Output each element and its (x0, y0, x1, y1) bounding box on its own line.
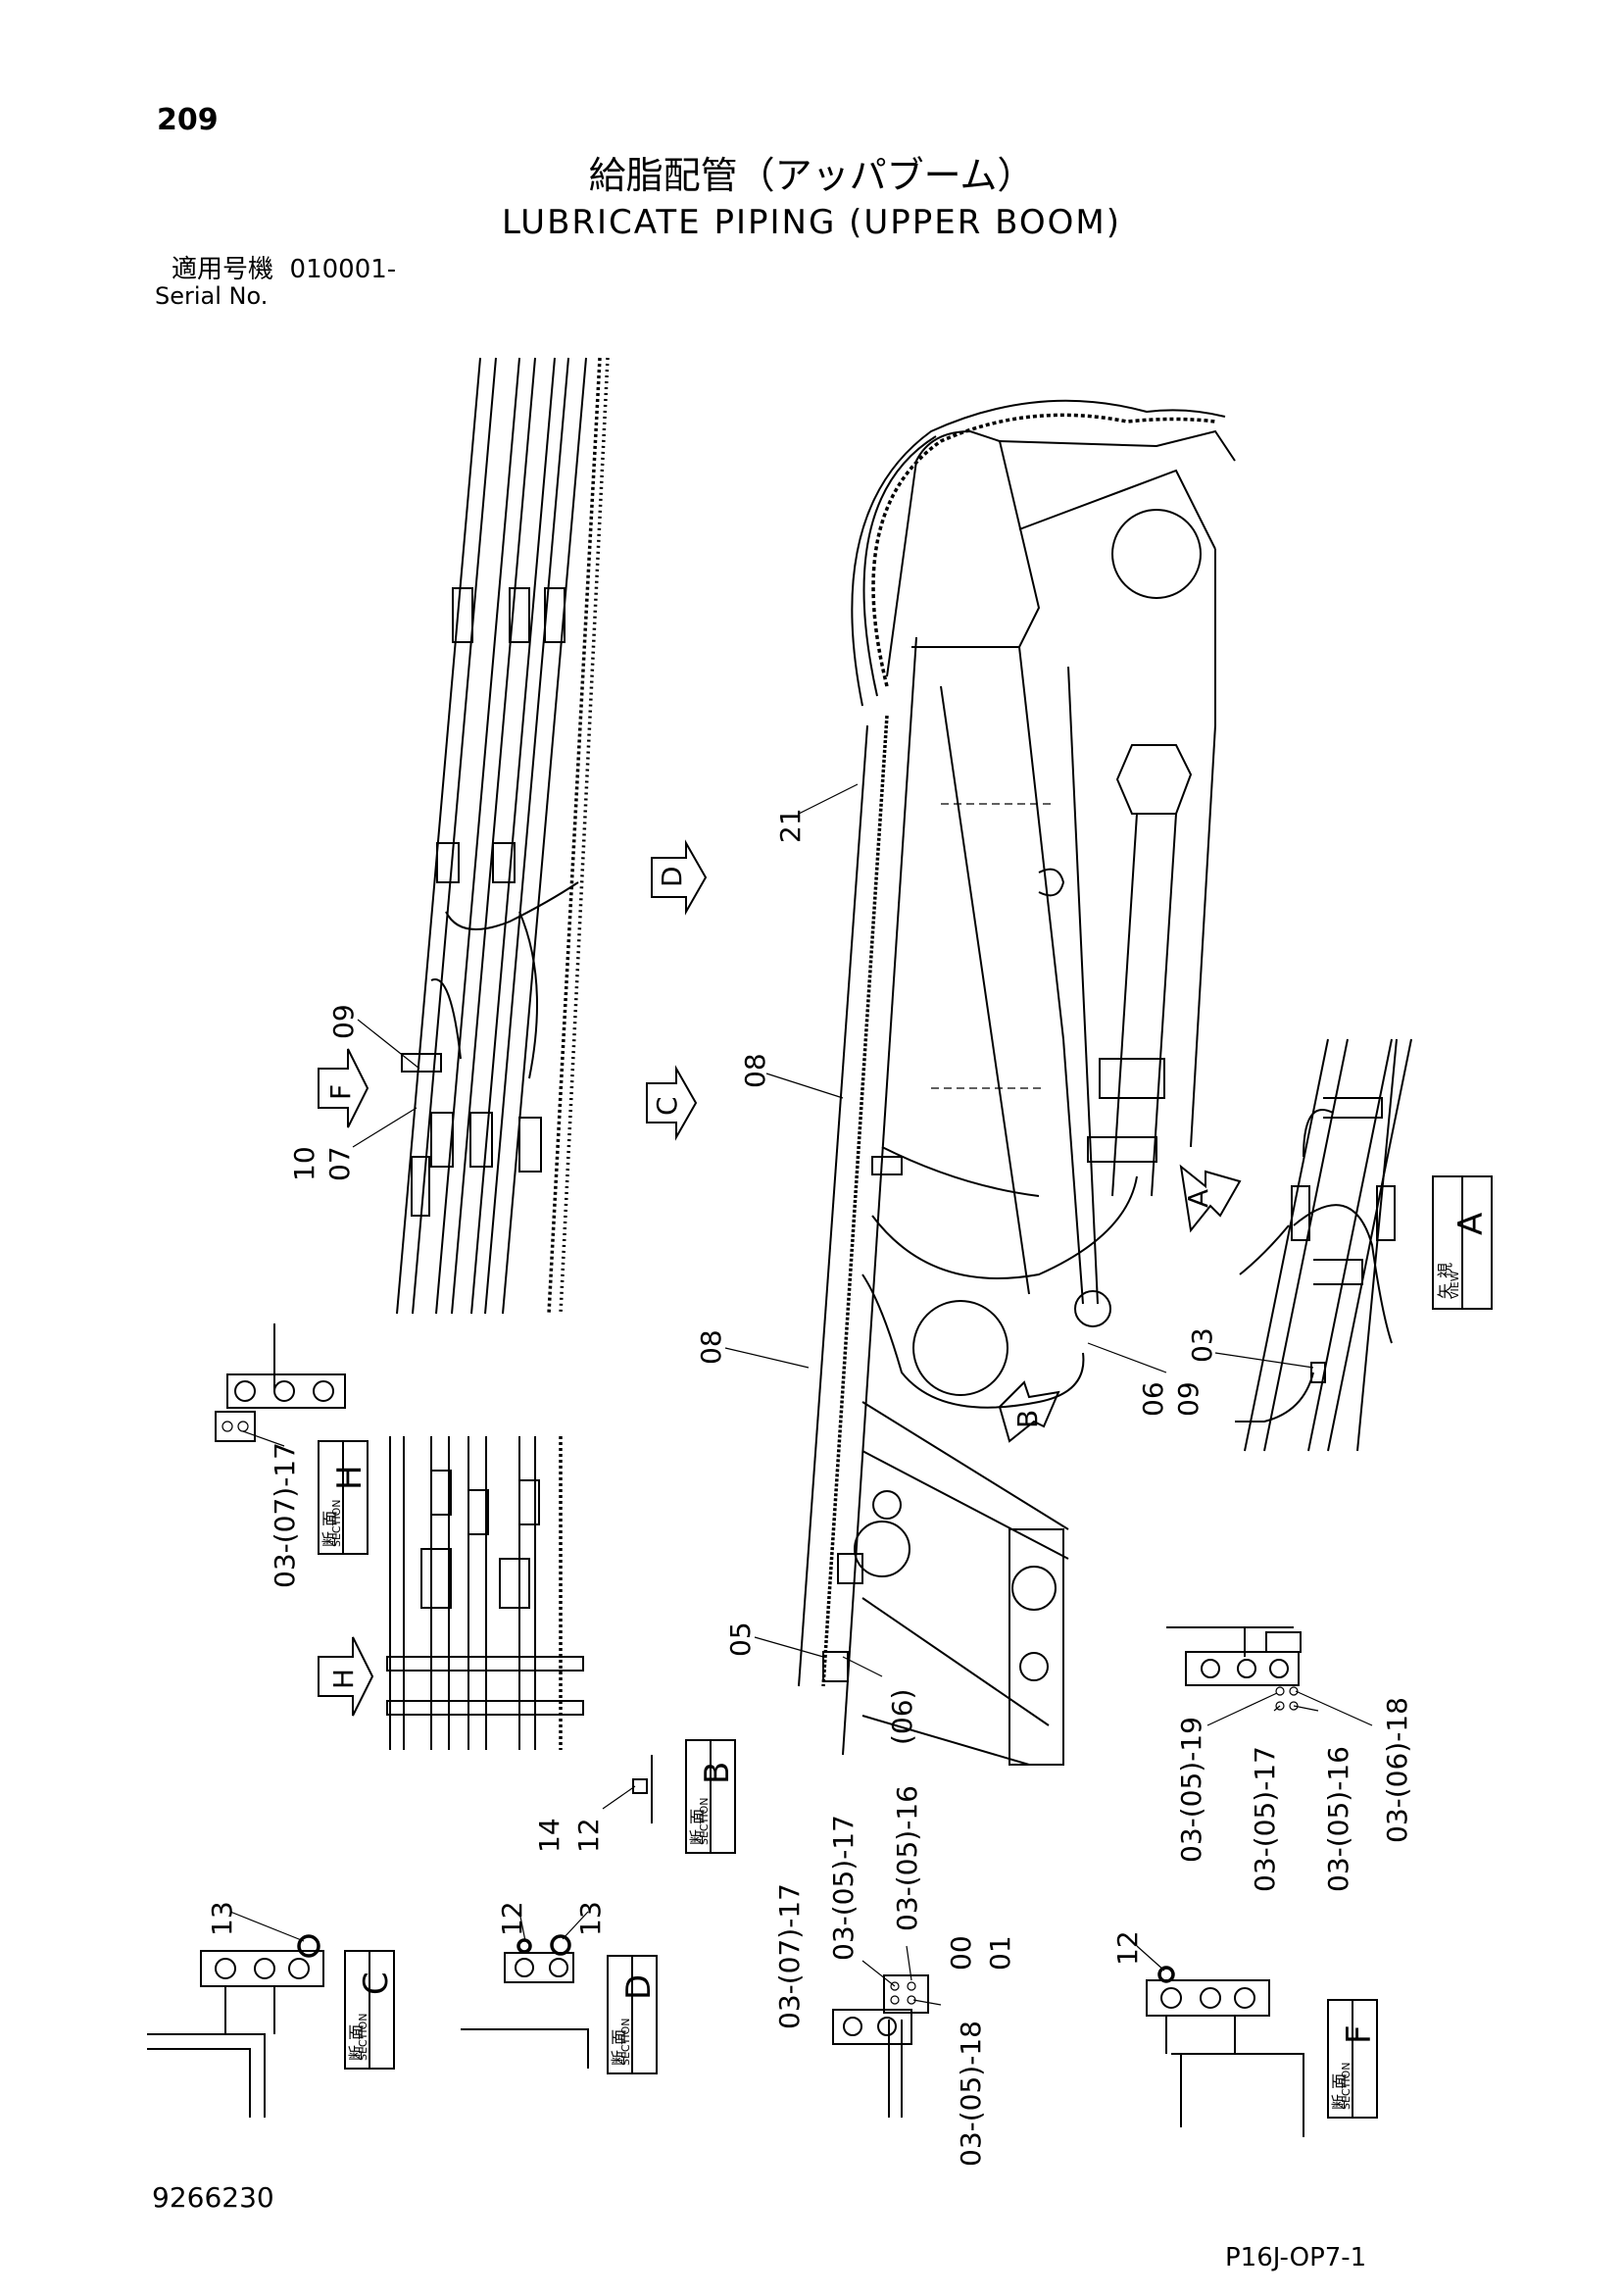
arrow-a-letter: A (1182, 1189, 1214, 1208)
serial-label-jp-text: 適用号機 (172, 255, 274, 284)
label-view-a-letter: A (1451, 1213, 1491, 1235)
label-view-a-en: VIEW (1449, 1271, 1461, 1299)
label-section-b-en: SECTION (698, 1798, 711, 1845)
callout-21: 21 (774, 808, 807, 843)
label-view-a: A 矢 視 VIEW (1432, 1175, 1493, 1310)
lower-left-bundle (386, 1436, 584, 1750)
label-section-f: F 断 面 SECTION (1327, 1999, 1379, 2119)
callout-12-f: 12 (1111, 1930, 1144, 1966)
arrow-view-f: F (318, 1048, 369, 1128)
callout-03-06-18-right: 03-(06)-18 (1381, 1697, 1413, 1843)
callout-06: 06 (1137, 1381, 1169, 1417)
left-boom-view (396, 357, 610, 1315)
label-section-h-en: SECTION (330, 1500, 343, 1547)
arrow-b-letter: B (1011, 1410, 1044, 1428)
section-d-detail (461, 1934, 589, 2069)
callout-09-left: 09 (327, 1004, 360, 1039)
label-section-h-jp: 断 面 (320, 1511, 339, 1547)
title-japanese: 給脂配管（アッパブーム） (588, 154, 1035, 197)
label-section-c-letter: C (357, 1972, 396, 1995)
view-a-detail (1235, 1038, 1412, 1452)
callout-08-upper: 08 (739, 1053, 771, 1088)
arrow-h-letter: H (327, 1669, 360, 1689)
callout-10: 10 (288, 1146, 320, 1181)
arrow-view-d: D (651, 839, 708, 916)
label-section-d: D 断 面 SECTION (607, 1955, 659, 2074)
main-boom-hoses (798, 399, 1226, 1687)
section-f-detail (1146, 1966, 1304, 2137)
label-section-f-jp: 断 面 (1330, 2073, 1349, 2110)
arrow-view-a: A (1179, 1164, 1242, 1233)
right-small-detail (1166, 1626, 1302, 1711)
section-h-detail (215, 1323, 346, 1442)
label-section-f-letter: F (1340, 2024, 1379, 2044)
label-section-h-letter: H (330, 1465, 369, 1490)
section-c-detail (147, 1934, 324, 2118)
callout-03-07-17-h: 03-(07)-17 (269, 1442, 301, 1588)
label-section-b-letter: B (698, 1762, 737, 1784)
callout-09-right: 09 (1172, 1381, 1205, 1417)
main-boom (842, 429, 1236, 1766)
label-section-b: B 断 面 SECTION (685, 1739, 737, 1854)
callout-03-05-16-right: 03-(05)-16 (1322, 1746, 1354, 1892)
serial-label-jp: 適用号機 010001- (172, 257, 396, 282)
callout-03-05-18-bottom: 03-(05)-18 (955, 2021, 987, 2167)
callout-01: 01 (984, 1935, 1016, 1971)
callout-00: 00 (945, 1935, 977, 1971)
callout-03-05-17-bottom: 03-(05)-17 (827, 1815, 860, 1961)
serial-value: 010001- (289, 255, 397, 284)
bottom-center-detail (832, 1974, 929, 2118)
label-section-b-jp: 断 面 (688, 1809, 707, 1845)
callout-08-lower: 08 (695, 1329, 727, 1365)
arrow-view-b: B (998, 1380, 1060, 1443)
callout-14: 14 (533, 1818, 566, 1853)
label-view-a-jp: 矢 視 (1436, 1263, 1454, 1299)
callout-03-05-19-right: 03-(05)-19 (1175, 1717, 1207, 1863)
label-section-c: C 断 面 SECTION (344, 1950, 396, 2070)
callout-03-view-a: 03 (1186, 1327, 1218, 1363)
page-code: P16J-OP7-1 (1225, 2243, 1367, 2272)
callout-05: 05 (724, 1622, 757, 1657)
callout-06-paren: (06) (886, 1689, 918, 1745)
title-english: LUBRICATE PIPING (UPPER BOOM) (501, 203, 1122, 242)
arrow-d-letter: D (656, 866, 688, 887)
callout-03-05-16-bottom: 03-(05)-16 (891, 1785, 923, 1931)
label-section-d-en: SECTION (619, 2019, 632, 2066)
document-number: 9266230 (152, 2181, 274, 2214)
callout-07: 07 (323, 1146, 356, 1181)
label-section-c-jp: 断 面 (347, 2024, 366, 2061)
arrow-f-letter: F (324, 1084, 357, 1100)
callout-03-05-17-right: 03-(05)-17 (1249, 1746, 1281, 1892)
label-section-f-en: SECTION (1340, 2063, 1352, 2110)
label-section-d-jp: 断 面 (610, 2029, 628, 2066)
serial-label-en: Serial No. (155, 282, 269, 310)
callout-12-b: 12 (572, 1818, 605, 1853)
callout-03-07-17-bottom: 03-(07)-17 (773, 1883, 806, 2029)
arrow-view-h: H (318, 1636, 374, 1717)
label-section-c-en: SECTION (357, 2014, 369, 2061)
label-section-d-letter: D (619, 1974, 659, 2000)
page-number: 209 (157, 103, 219, 137)
label-section-h: H 断 面 SECTION (318, 1440, 369, 1555)
arrow-c-letter: C (651, 1096, 683, 1116)
callout-13-c: 13 (206, 1901, 238, 1936)
arrow-view-c: C (646, 1065, 698, 1141)
section-b-detail (632, 1755, 653, 1823)
callout-13-d: 13 (574, 1901, 607, 1936)
